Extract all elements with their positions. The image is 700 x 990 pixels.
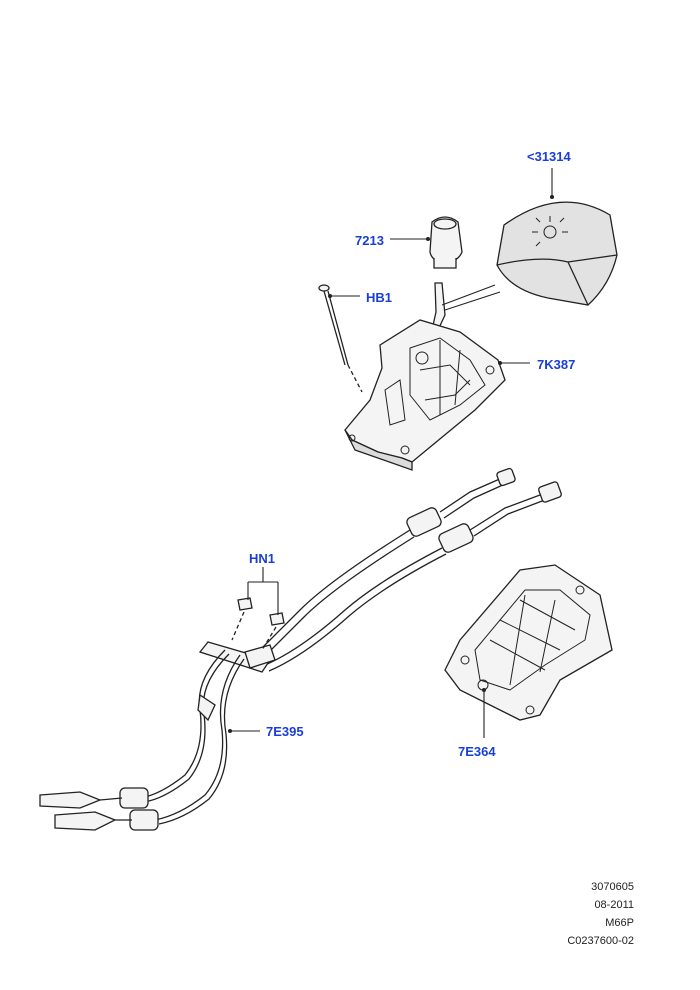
shift-boot [496,201,618,306]
callout-7e364[interactable]: 7E364 [458,744,496,759]
callout-hn1[interactable]: HN1 [249,551,276,566]
bracket [444,564,613,721]
leader-lines [230,168,553,738]
callout-31314[interactable]: <31314 [527,149,571,164]
leader-dots [228,195,554,733]
gear-knob [429,216,463,269]
footer-illustration-number: 3070605 [591,881,634,893]
footer-date: 08-2011 [594,899,634,911]
footer-model-code: M66P [605,917,634,929]
shifter-assembly [344,282,506,471]
callout-7k387[interactable]: 7K387 [537,357,576,372]
bolt-hb1 [318,284,363,393]
callout-hb1[interactable]: HB1 [366,290,393,305]
footer-drawing-code: C0237600-02 [567,935,634,947]
clips-hn1 [231,597,285,651]
cable-assembly [39,467,562,831]
callout-7213[interactable]: 7213 [355,233,384,248]
callout-7e395[interactable]: 7E395 [266,724,304,739]
